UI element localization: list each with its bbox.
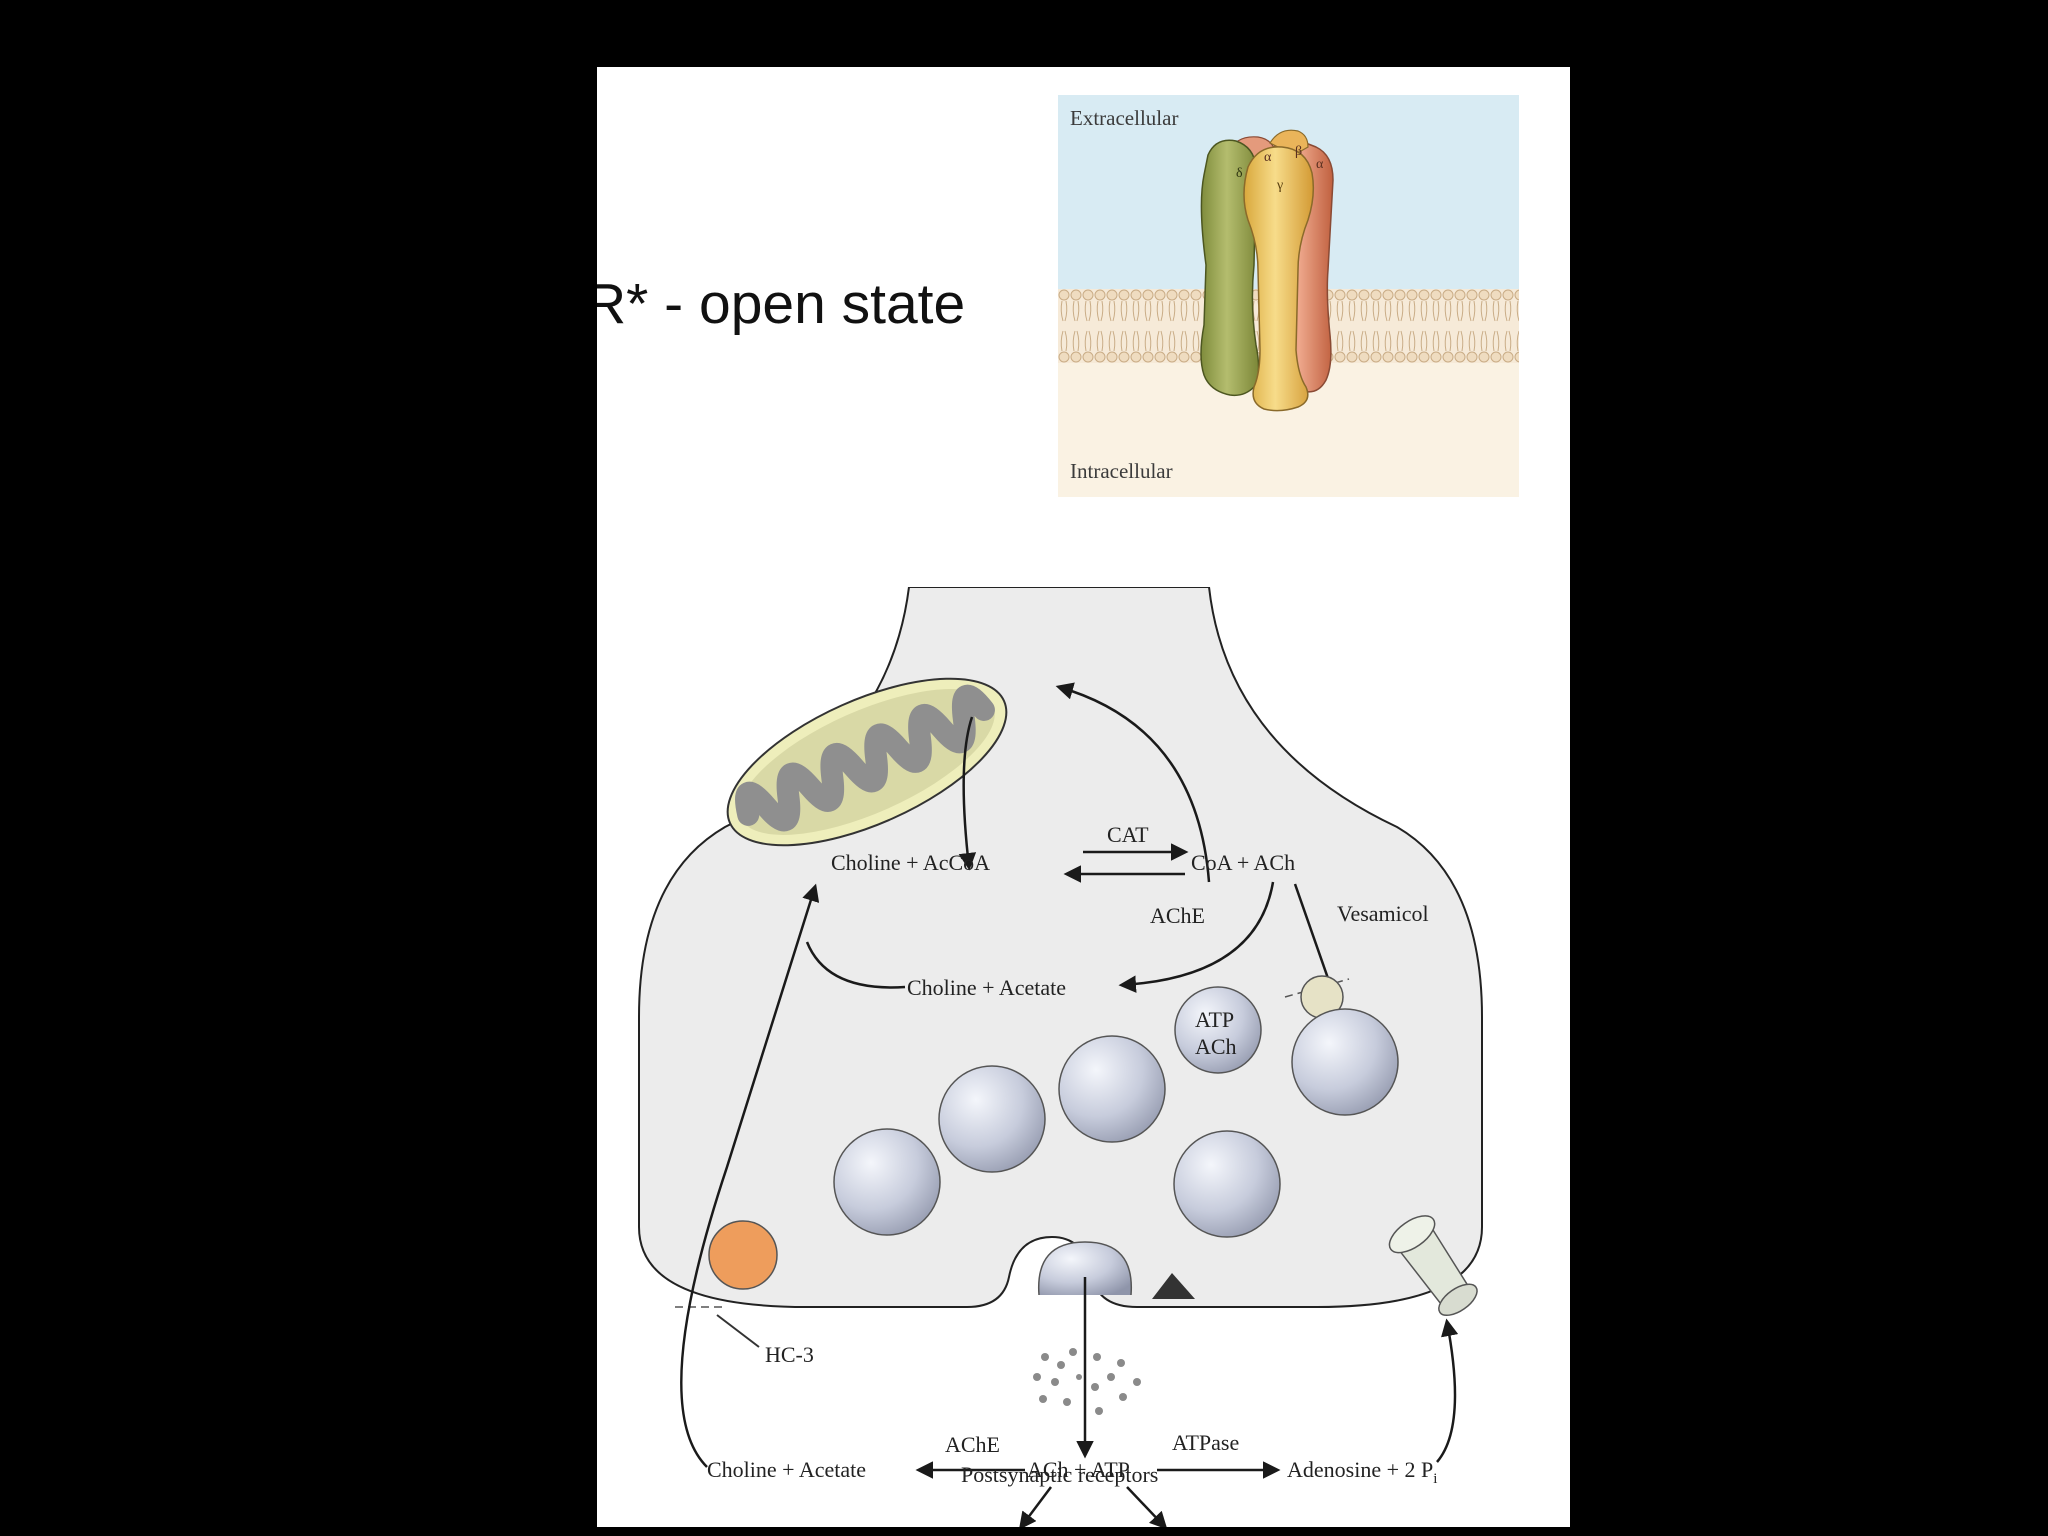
vesicle [1291,1008,1399,1116]
label-coa-ach: CoA + ACh [1191,850,1295,875]
adenosine-receptor [1388,1215,1478,1317]
subunit-label-beta: β [1295,144,1302,159]
active-zone [1152,1273,1195,1299]
vesicle [833,1128,941,1236]
label-postsynaptic-receptors: Postsynaptic receptors [961,1462,1159,1487]
slide-title: R* - open state [597,272,966,336]
label-choline-acetate-bottom: Choline + Acetate [707,1457,866,1482]
presynaptic-terminal [638,587,1483,1308]
label-ache-bottom: AChE [945,1432,1000,1457]
label-vesicle-atp: ATP [1195,1007,1234,1032]
mitochondrion [726,677,1008,847]
vesicles [833,986,1399,1296]
vesicle-atp-ach [1174,986,1262,1074]
synapse-diagram: CAT Choline + AcCoA CoA + ACh AChE Choli… [638,587,1483,1527]
receptor-illustration: α β δ γ α Extracellular Intracellular [1058,95,1519,497]
label-choline-accoa: Choline + AcCoA [831,850,990,875]
subunit-label-gamma: γ [1276,178,1283,193]
choline-transporter [708,1220,778,1290]
label-adenosine: Adenosine + 2 Pi [1287,1457,1437,1487]
extracellular-label: Extracellular [1070,106,1178,130]
label-choline-acetate-top: Choline + Acetate [907,975,1066,1000]
released-ach-particles [1033,1348,1141,1415]
label-vesamicol: Vesamicol [1337,901,1429,926]
fusing-vesicle [1037,1241,1133,1296]
subunit-gamma [1243,146,1315,412]
subunit-label-alpha-left: α [1264,150,1272,165]
subunit-label-alpha-right: α [1316,157,1324,172]
label-ach-atp: ACh + ATP [1027,1457,1130,1482]
label-cat: CAT [1107,822,1149,847]
label-hc3: HC-3 [765,1342,814,1367]
subunit-label-delta: δ [1236,166,1243,181]
slide: R* - open state [597,67,1570,1527]
vesicle [1173,1130,1281,1238]
intracellular-label: Intracellular [1070,459,1173,483]
label-ache-top: AChE [1150,903,1205,928]
vesicle [938,1065,1046,1173]
label-vesicle-ach: ACh [1195,1034,1237,1059]
label-atpase: ATPase [1172,1430,1239,1455]
vesicle [1058,1035,1166,1143]
